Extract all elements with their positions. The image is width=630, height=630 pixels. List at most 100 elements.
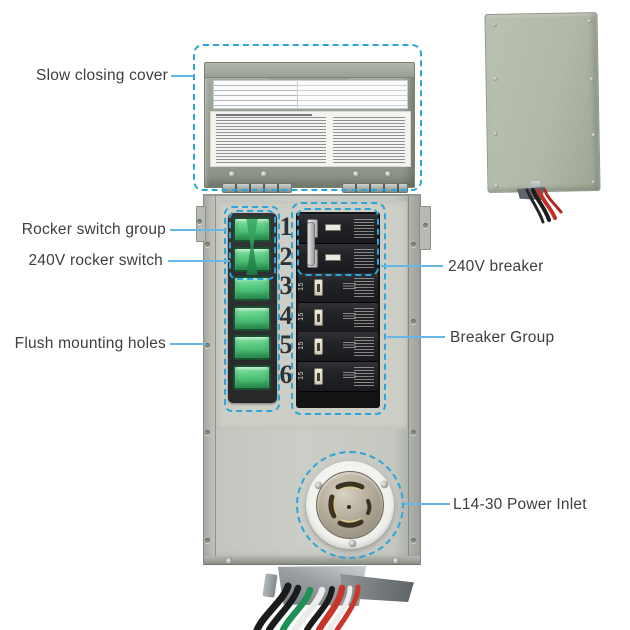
breaker-print (343, 341, 356, 348)
instruction-text-column (333, 117, 405, 163)
screw-icon (385, 171, 391, 177)
body-bottom-edge (204, 556, 420, 565)
mounting-ear (419, 206, 431, 250)
mounting-ear (196, 206, 206, 242)
breaker-group-outline-box (291, 202, 386, 415)
cover-hinge (222, 183, 292, 193)
cover-outline-box (193, 44, 422, 191)
mounting-hole (411, 319, 416, 324)
form-column (214, 81, 298, 108)
mounting-hole (205, 538, 210, 543)
label-flush-mounting-holes: Flush mounting holes (14, 335, 166, 352)
mounting-hole (411, 538, 416, 543)
callout-line-flush-mounting-holes (170, 343, 206, 345)
mounting-hole (205, 242, 210, 247)
wire-white (326, 585, 353, 630)
instruction-sheet (210, 111, 411, 167)
screw-icon (493, 76, 498, 81)
thumbnail-wires (525, 188, 563, 224)
label-l14-30-power-inlet: L14-30 Power Inlet (453, 496, 587, 513)
rocker-switch-3 (233, 276, 271, 301)
wire-white (291, 586, 326, 630)
callout-line-power-inlet (404, 503, 450, 505)
rocker-switch-6 (233, 365, 271, 390)
screw-icon (587, 19, 592, 24)
breaker-marking (325, 224, 341, 231)
flange-fold-line (408, 196, 409, 562)
cover-hinge (342, 183, 408, 193)
instruction-text-column (216, 117, 326, 163)
slow-closing-cover (204, 62, 415, 188)
breaker-print (343, 371, 356, 378)
wire-red (537, 189, 557, 220)
wire-black (253, 582, 292, 630)
mounting-hole (411, 242, 416, 247)
breaker-6: 15 (298, 362, 378, 391)
wire-black (265, 584, 302, 630)
screw-icon (261, 171, 267, 177)
flush-mounting-hole (205, 343, 210, 348)
power-inlet-outline-circle (296, 451, 404, 559)
screw-icon (493, 131, 498, 136)
breaker-print (354, 248, 374, 268)
label-slow-closing-cover: Slow closing cover (36, 67, 168, 84)
callout-line-240v-breaker (381, 265, 443, 267)
main-wire-bundle (253, 582, 361, 630)
closed-cover-thumbnail (484, 12, 601, 193)
240v-breaker-handle-tie (307, 222, 315, 266)
screw-icon (353, 171, 359, 177)
240v-rocker-outline-box (229, 210, 276, 280)
240v-rocker-tie-bar (246, 219, 258, 275)
breaker-4: 15 (298, 303, 378, 332)
rocker-group-outline-box (224, 206, 280, 412)
wire-black (304, 586, 335, 630)
wire-red (543, 188, 563, 214)
breaker-print (354, 277, 374, 297)
mounting-hole (197, 219, 202, 224)
screw-icon (393, 558, 399, 564)
rocker-switch-5 (233, 335, 271, 360)
rocker-switch-4 (233, 306, 271, 331)
breaker-print (354, 218, 374, 238)
screw-icon (226, 558, 232, 564)
flange-fold-line (215, 196, 216, 562)
circuit-number-5: 5 (279, 330, 293, 359)
mounting-hole (205, 430, 210, 435)
breaker-print (354, 307, 374, 327)
callout-line-rocker-switch-group (170, 229, 227, 231)
screw-icon (591, 133, 596, 138)
thumbnail-conduit-stub (531, 181, 540, 190)
screw-icon (589, 77, 594, 82)
wire-black (531, 188, 551, 222)
cover-lip (205, 63, 414, 78)
breaker-print (343, 312, 356, 319)
breaker-marking (325, 254, 341, 261)
callout-line-breaker-group (387, 336, 445, 338)
mounting-hole (411, 430, 416, 435)
label-breaker-group: Breaker Group (450, 329, 555, 346)
mounting-hole (423, 223, 428, 228)
screw-icon (494, 183, 499, 188)
circuit-number-3: 3 (279, 271, 293, 300)
wire-black (525, 188, 545, 224)
breaker-toggle (314, 368, 323, 385)
wire-red (315, 584, 346, 630)
breaker-5: 15 (298, 332, 378, 361)
breaker-print (343, 282, 356, 289)
breaker-toggle (314, 338, 323, 355)
callout-line-240v-rocker-switch (168, 260, 230, 262)
screw-icon (591, 180, 596, 185)
circuit-number-1: 1 (279, 212, 293, 241)
circuit-number-2: 2 (279, 242, 293, 271)
screw-icon (229, 171, 235, 177)
breaker-toggle (314, 309, 323, 326)
label-rocker-switch-group: Rocker switch group (21, 221, 166, 238)
circuit-number-6: 6 (279, 360, 293, 389)
instruction-headline (216, 114, 312, 116)
circuit-number-4: 4 (279, 301, 293, 330)
callout-line-slow-closing-cover (171, 75, 194, 77)
screw-icon (492, 22, 497, 27)
breaker-print (354, 336, 374, 356)
breaker-print (354, 366, 374, 386)
